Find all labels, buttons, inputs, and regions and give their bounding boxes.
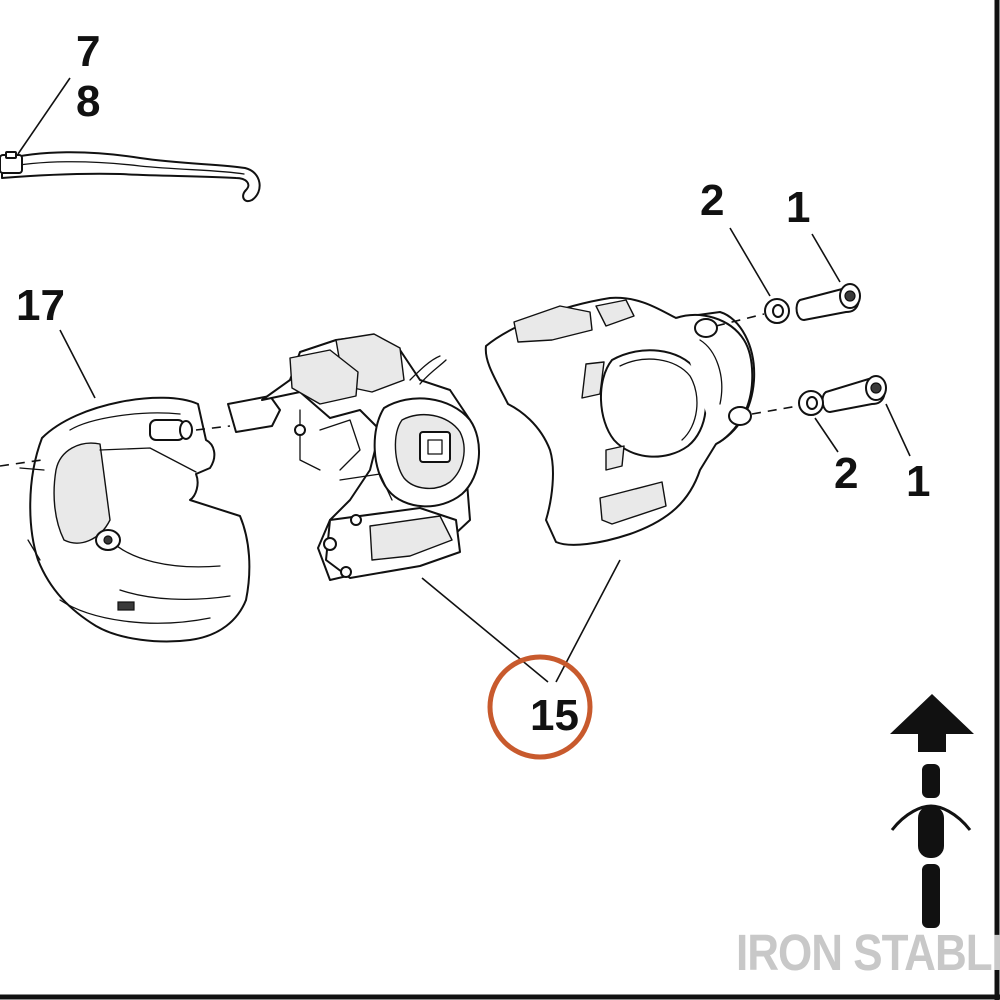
upper-switch-housing <box>484 296 756 546</box>
axis-line-screw-upper <box>715 313 765 327</box>
lower-switch-housing <box>19 396 251 643</box>
callout-17: 17 <box>16 281 65 330</box>
callout-7: 7 <box>76 27 100 76</box>
leader-7-8 <box>17 77 71 155</box>
callout-1-lower: 1 <box>906 457 930 506</box>
leader-15-right <box>555 559 621 683</box>
washer-lower <box>798 390 824 416</box>
callout-1-upper: 1 <box>786 183 810 232</box>
clutch-lever <box>0 151 261 202</box>
callout-15: 15 <box>530 691 579 740</box>
watermark-text: IRON STABLE <box>736 925 1000 982</box>
callout-15-highlight <box>487 654 593 760</box>
leader-17 <box>59 329 96 399</box>
washer-upper <box>764 298 790 324</box>
leader-1a <box>811 233 841 283</box>
leader-1b <box>885 403 911 457</box>
leader-2a <box>729 227 771 297</box>
callout-2-lower: 2 <box>834 449 858 498</box>
screw-upper <box>795 283 861 321</box>
callout-2-upper: 2 <box>700 176 724 225</box>
callout-8: 8 <box>76 77 100 126</box>
axis-line-mid <box>195 425 231 431</box>
leader-15-left <box>421 577 549 683</box>
arrow-up-icon <box>890 694 974 752</box>
axis-line-left <box>0 459 43 467</box>
motorcycle-top-view-icon <box>890 764 972 928</box>
screw-lower <box>821 375 887 413</box>
leader-2b <box>814 417 839 453</box>
axis-line-screw-lower <box>751 405 799 415</box>
switch-module-assembly <box>227 333 480 581</box>
